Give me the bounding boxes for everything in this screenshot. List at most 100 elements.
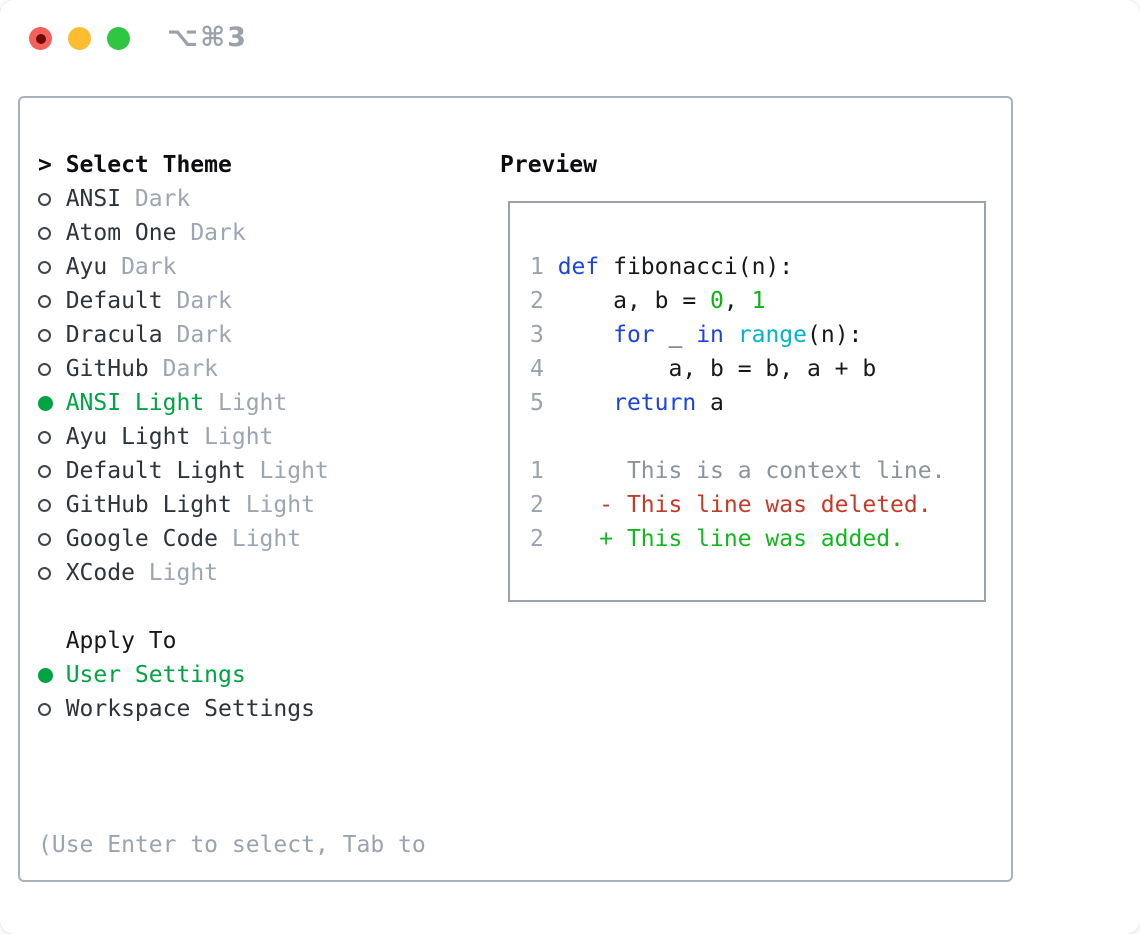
option-label: Google Code [65, 526, 219, 552]
select-theme-heading: Select Theme [65, 152, 232, 178]
radio-circle [38, 362, 51, 376]
option-label: Ayu Light [65, 424, 191, 450]
variant-label: Light [148, 560, 219, 586]
preview-line: 2 - This line was deleted. [530, 488, 984, 522]
code-token [558, 322, 613, 348]
theme-option[interactable]: Default Light Light [38, 454, 498, 488]
radio-circle [38, 260, 51, 274]
theme-option[interactable]: Google Code Light [38, 522, 498, 556]
preview-line: 2 a, b = 0, 1 [530, 284, 984, 318]
diff-preview: 1 This is a context line.2 - This line w… [530, 454, 984, 556]
window-title-shortcut: ⌥⌘3 [167, 22, 248, 53]
theme-option[interactable]: Atom One Dark [38, 216, 498, 250]
code-token: + This line was added. [557, 526, 904, 552]
apply-to-header: Apply To [38, 624, 498, 658]
option-label: Default Light [65, 458, 246, 484]
radio-icon [38, 498, 66, 512]
radio-circle [38, 192, 51, 206]
line-number: 2 [530, 526, 544, 552]
radio-icon [38, 226, 66, 240]
code-token: 0 [710, 288, 724, 314]
theme-option[interactable]: Dracula Dark [38, 318, 498, 352]
theme-option[interactable]: Ayu Dark [38, 250, 498, 284]
radio-icon [38, 702, 66, 716]
code-token: for [613, 322, 655, 348]
code-token: This is a context line. [557, 458, 946, 484]
variant-label: Light [231, 526, 302, 552]
option-label: GitHub Light [65, 492, 232, 518]
radio-circle [38, 395, 53, 411]
theme-option[interactable]: ANSI Light Light [38, 386, 498, 420]
zoom-button[interactable] [107, 27, 130, 50]
radio-circle [38, 702, 51, 716]
titlebar: ⌥⌘3 [0, 0, 1140, 96]
option-label: GitHub [65, 356, 149, 382]
spacer [38, 726, 498, 760]
option-label: Ayu [65, 254, 108, 280]
variant-label: Dark [176, 322, 232, 348]
code-token: range [737, 322, 807, 348]
radio-selected-icon [38, 395, 66, 411]
code-token: return [613, 390, 697, 416]
code-token: fibonacci(n): [599, 254, 794, 280]
variant-label: Dark [190, 220, 246, 246]
theme-option[interactable]: GitHub Dark [38, 352, 498, 386]
option-label: ANSI [65, 186, 122, 212]
code-token: a [696, 390, 724, 416]
variant-label: Light [259, 458, 329, 484]
apply-to-heading: Apply To [65, 628, 177, 654]
line-number: 1 [530, 254, 544, 280]
code-token: a, b = [557, 288, 711, 314]
radio-circle [38, 328, 51, 342]
radio-icon [38, 362, 66, 376]
radio-circle [38, 430, 51, 444]
radio-circle [38, 464, 51, 478]
line-number: 5 [530, 390, 544, 416]
variant-label: Dark [162, 356, 219, 382]
preview-line: 2 + This line was added. [530, 522, 984, 556]
line-number: 2 [530, 492, 544, 518]
code-token: 1 [751, 288, 766, 314]
apply-option[interactable]: User Settings [38, 658, 498, 692]
radio-selected-icon [38, 667, 66, 683]
variant-label: Dark [121, 254, 177, 280]
close-button[interactable] [29, 27, 52, 50]
radio-icon [38, 294, 66, 308]
radio-circle [38, 667, 53, 683]
minimize-button[interactable] [68, 27, 91, 50]
preview-line: 3 for _ in range(n): [530, 318, 984, 352]
option-label: Workspace Settings [65, 696, 315, 722]
radio-circle [38, 294, 51, 308]
prompt-icon: > [38, 152, 52, 178]
line-number: 4 [530, 356, 544, 382]
variant-label: Light [218, 390, 288, 416]
code-token: , [723, 288, 752, 314]
code-token: (n): [807, 322, 863, 348]
radio-circle [38, 532, 51, 546]
apply-option[interactable]: Workspace Settings [38, 692, 498, 726]
radio-circle [38, 566, 51, 580]
code-token: - This line was deleted. [557, 492, 932, 518]
radio-icon [38, 328, 66, 342]
option-label: Dracula [65, 322, 163, 348]
option-label: Atom One [65, 220, 177, 246]
option-label: ANSI Light [65, 390, 205, 416]
radio-circle [38, 226, 51, 240]
spacer [38, 590, 498, 624]
preview-heading: Preview [500, 152, 597, 178]
theme-option[interactable]: Ayu Light Light [38, 420, 498, 454]
variant-label: Light [204, 424, 274, 450]
preview-line: 1 This is a context line. [530, 454, 984, 488]
select-theme-header: > Select Theme [38, 148, 498, 182]
code-token: _ [654, 322, 697, 348]
